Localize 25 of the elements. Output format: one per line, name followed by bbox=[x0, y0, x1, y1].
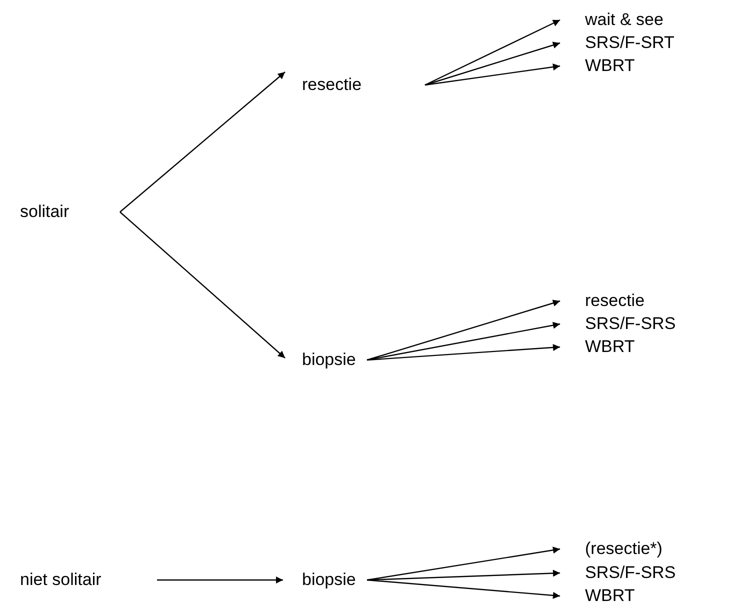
text-label: SRS/F-SRS bbox=[560, 562, 690, 584]
text-label: SRS/F-SRS bbox=[560, 313, 690, 335]
text-label: resectie bbox=[285, 74, 425, 96]
text-label: niet solitair bbox=[20, 569, 157, 591]
text-label: resectie bbox=[560, 290, 690, 312]
text-label: WBRT bbox=[560, 55, 690, 77]
text-label: SRS/F-SRT bbox=[560, 32, 690, 54]
text-label: biopsie bbox=[285, 349, 367, 371]
text-label: biopsie bbox=[283, 569, 367, 591]
arrow bbox=[424, 42, 560, 86]
arrow bbox=[366, 546, 560, 581]
arrow bbox=[366, 344, 560, 361]
text-label: solitair bbox=[20, 201, 120, 223]
text-label: WBRT bbox=[560, 585, 690, 607]
arrow bbox=[120, 212, 286, 358]
arrow bbox=[366, 322, 560, 361]
arrow bbox=[157, 576, 283, 584]
text-label: wait & see bbox=[560, 9, 690, 31]
text-label: (resectie*) bbox=[560, 538, 690, 560]
arrow bbox=[366, 300, 560, 361]
arrow bbox=[120, 72, 286, 212]
arrow bbox=[424, 19, 560, 86]
arrow bbox=[424, 64, 560, 86]
text-label: WBRT bbox=[560, 336, 690, 358]
arrow bbox=[366, 579, 560, 599]
